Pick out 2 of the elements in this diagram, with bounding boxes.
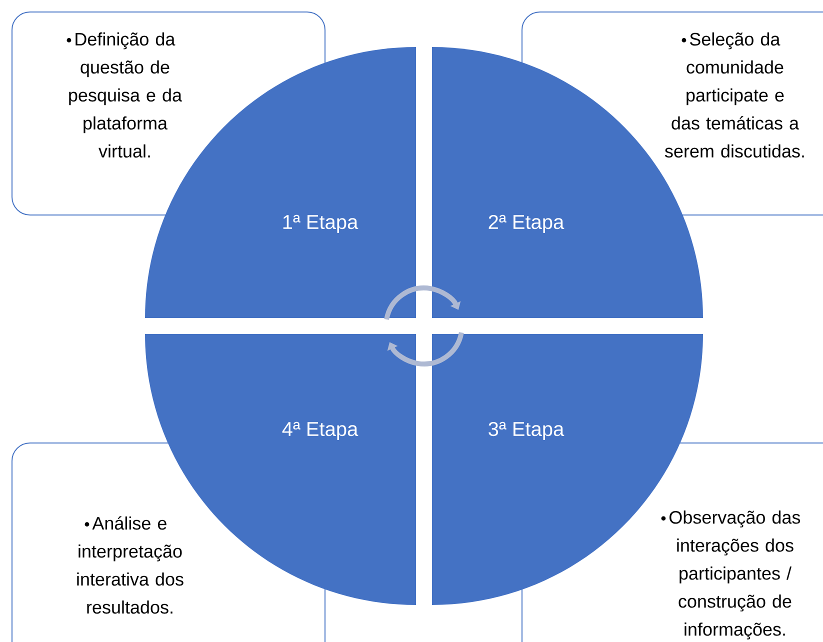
cycle-arrow [384, 286, 461, 320]
cycle-arrow [387, 332, 464, 366]
